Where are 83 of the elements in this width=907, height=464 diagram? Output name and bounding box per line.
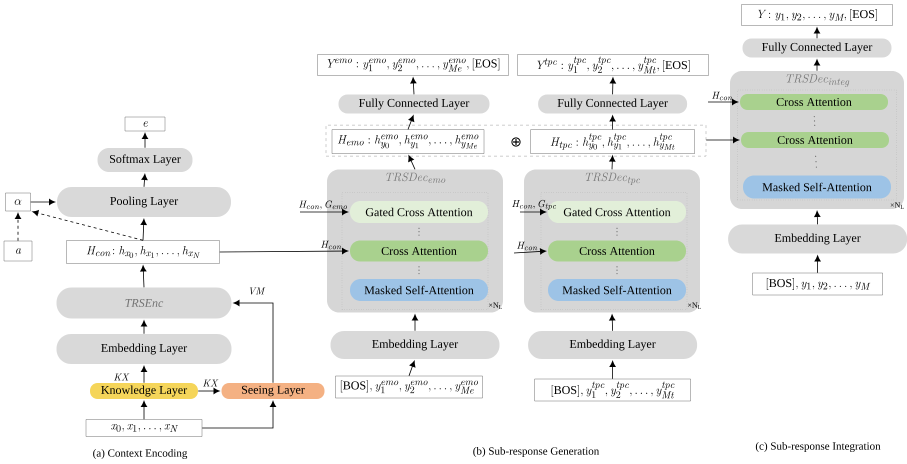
- attention-pill: Masked Self-Attention: [548, 279, 686, 301]
- edge-label: $VM$: [250, 287, 266, 295]
- attention-pill: Cross Attention: [741, 132, 889, 148]
- layer-pill: Softmax Layer: [98, 148, 192, 172]
- layer-pill: Knowledge Layer: [90, 383, 198, 399]
- arrow: [814, 255, 821, 274]
- edge-label: $H_{con},G_{emo}$: [299, 200, 347, 210]
- layer-pill: Seeing Layer: [222, 383, 324, 399]
- repeat-count: ×N$_{L}$: [890, 202, 904, 209]
- arrow: [708, 98, 738, 106]
- weight-box: $\alpha$: [5, 192, 31, 212]
- dashed-frame: [326, 124, 706, 156]
- layer-pill: Pooling Layer: [57, 187, 231, 217]
- attention-pill: Masked Self-Attention: [743, 176, 891, 198]
- input-box: $\mathrm{[BOS]},y_1^{tpc},y_2^{tpc},\ldots,y_{Mt}^{tpc}$: [534, 378, 691, 402]
- arrow: [814, 59, 820, 72]
- arrow: [610, 115, 616, 130]
- edge-label: $KX$: [114, 374, 130, 380]
- arrow: [514, 248, 546, 255]
- output-box: $Y^{emo}:y_1^{emo},y_2^{emo},\ldots,y_{Me}^{emo},\mathrm{[EOS]}$: [317, 54, 509, 76]
- input-box: $x_0,x_1,\ldots,x_N$: [86, 419, 202, 437]
- arrow: [412, 314, 418, 332]
- arrow: [408, 155, 416, 170]
- layer-pill: Fully Connected Layer: [742, 38, 892, 58]
- arrow: [140, 366, 148, 384]
- arrow: [140, 400, 148, 420]
- arrow: [300, 208, 348, 216]
- arrow: [609, 155, 616, 170]
- caption: (a) Context Encoding: [93, 449, 188, 459]
- arrow: [202, 400, 276, 428]
- arrow: [140, 320, 148, 334]
- caption: (b) Sub-response Generation: [473, 447, 600, 457]
- output-box: $Y:y_1,y_2,\ldots,y_M,\mathrm{[EOS]}$: [741, 4, 893, 26]
- arrow: [14, 212, 22, 242]
- input-box: $\mathrm{[BOS]},y_1^{emo},y_2^{emo},\ldots,y_{Me}^{emo}$: [335, 376, 483, 398]
- arrow: [30, 198, 56, 206]
- encoder-pill: TRSEnc: [56, 288, 232, 318]
- arrow: [198, 388, 220, 394]
- arrow: [408, 360, 416, 376]
- layer-pill: Fully Connected Layer: [338, 94, 490, 114]
- layer-pill: Fully Connected Layer: [538, 94, 688, 114]
- repeat-count: ×N$_{L}$: [489, 302, 502, 309]
- layer-pill: Embedding Layer: [56, 334, 232, 364]
- layer-pill: Embedding Layer: [728, 224, 907, 254]
- layer-pill: Embedding Layer: [528, 331, 698, 359]
- arrow: [140, 218, 147, 241]
- hidden-state-box: $H_{emo}:h_{y_0}^{emo},h_{y_1}^{emo},\ldots,h_{y_{Me}}^{emo}$: [332, 129, 484, 154]
- edge-label: $H_{con},G_{tpc}$: [512, 200, 556, 210]
- hidden-state-box: $H_{con}\!:h_{x_0},h_{x_1},\ldots,h_{x_N}$: [66, 240, 220, 264]
- arrow: [609, 314, 616, 332]
- attention-pill: Cross Attention: [350, 240, 488, 262]
- arrow: [814, 210, 820, 225]
- arrow: [520, 208, 546, 216]
- arrow: [233, 300, 274, 384]
- arrow: [141, 174, 148, 188]
- attention-pill: Masked Self-Attention: [350, 279, 488, 301]
- arrow: [142, 132, 148, 148]
- repeat-count: ×N$_{L}$: [688, 302, 701, 309]
- input-box: $\mathrm{[BOS]},y_1,y_2,\ldots,y_M$: [752, 272, 883, 296]
- layer-pill: Embedding Layer: [330, 331, 500, 359]
- arrow: [32, 210, 144, 241]
- edge-label: $H_{con}$: [321, 240, 342, 250]
- output-box: $Y^{tpc}:y_1^{tpc},y_2^{tpc},\ldots,y_{Mt}^{tpc},\mathrm{[EOS]}$: [517, 54, 709, 76]
- caption: (c) Sub-response Integration: [756, 442, 880, 452]
- arrow: [814, 27, 820, 39]
- edge-label: $H_{con}$: [712, 92, 732, 100]
- edge-label: $H_{con}$: [517, 242, 538, 250]
- output-box: $e$: [124, 116, 166, 132]
- arrow: [410, 77, 416, 95]
- dotted-frame: [737, 90, 897, 200]
- input-box: $a$: [4, 240, 32, 262]
- hidden-state-box: $H_{tpc}:h_{y_0}^{tpc},h_{y_1}^{tpc},\ldots,h_{y_{Mt}}^{tpc}$: [530, 129, 695, 154]
- attention-pill: Cross Attention: [740, 94, 888, 110]
- arrow: [706, 136, 740, 144]
- arrow: [610, 77, 616, 95]
- attention-pill: Cross Attention: [548, 240, 686, 262]
- arrow: [140, 265, 146, 288]
- plus-symbol: ⊕: [511, 137, 521, 147]
- arrow: [219, 248, 348, 254]
- arrow: [408, 115, 414, 130]
- arrow: [610, 360, 616, 380]
- edge-label: $KX$: [203, 380, 218, 386]
- attention-pill: Gated Cross Attention: [350, 201, 488, 223]
